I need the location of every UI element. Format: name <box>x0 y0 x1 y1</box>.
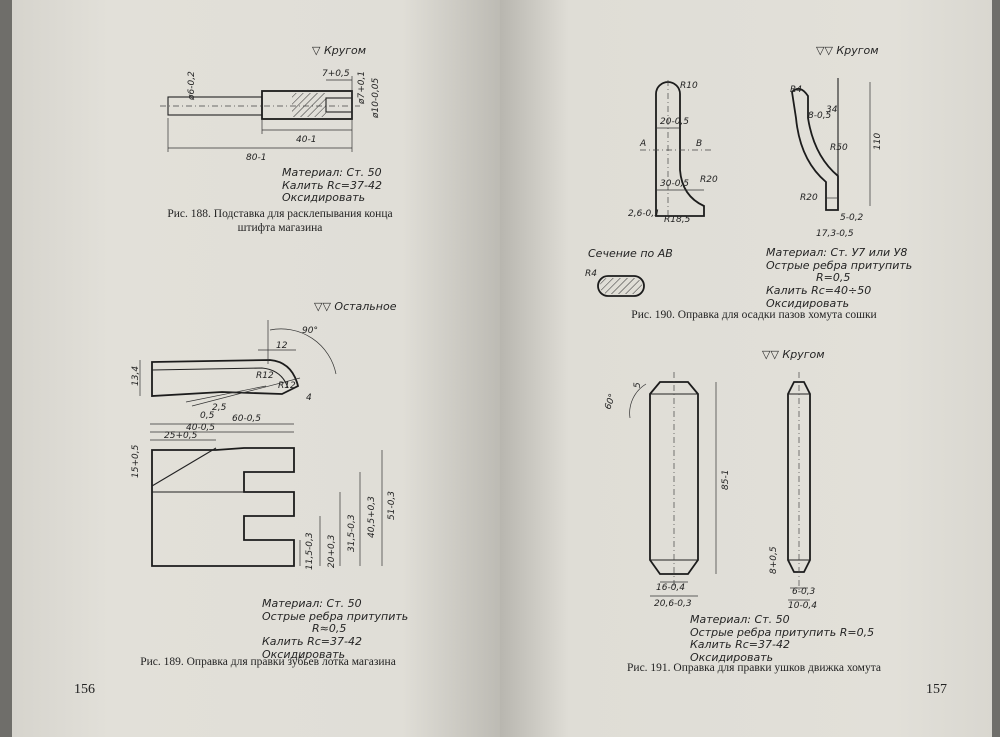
fig191-notes: Материал: Ст. 50 Острые ребра притупить … <box>690 613 875 665</box>
fig189-dim-13: 13,4 <box>131 366 141 386</box>
fig188-note-oxidize: Оксидировать <box>282 191 366 205</box>
fig191-note-hardness: Калить Rc=37-42 <box>690 638 790 652</box>
fig191-dim-85: 85-1 <box>721 470 731 490</box>
fig189-dim-15: 15+0,5 <box>131 444 141 478</box>
fig189-dim-31: 31,5-0,3 <box>347 514 357 552</box>
fig191-caption: Рис. 191. Оправка для правки ушков движк… <box>627 662 881 674</box>
fig189-note-material: Материал: Ст. 50 <box>262 597 362 610</box>
fig190-dim-26: 2,6-0,1 <box>628 209 660 219</box>
fig190-dim-r4-side: R4 <box>790 85 802 95</box>
fig190-drawing: R10 20-0,5 A B 30-0,5 R20 2,6-0,1 R18,5 … <box>585 78 883 297</box>
fig189-dim-25: 2,5 <box>212 403 227 413</box>
fig190-dim-8: 8-0,5 <box>808 111 832 121</box>
fig189-dim-20: 20+0,3 <box>327 534 337 568</box>
fig188-note-material: Материал: Ст. 50 <box>282 166 382 179</box>
fig190-dim-20: 20-0,5 <box>660 117 689 127</box>
fig189-dim-40b: 40,5+0,3 <box>367 496 377 538</box>
fig190-note-hardness: Калить Rc=40÷50 <box>766 283 872 297</box>
fig189-dim-25b: 25+0,5 <box>164 431 198 441</box>
fig190-dim-r50: R50 <box>830 143 848 153</box>
fig189-dim-4: 4 <box>306 393 312 403</box>
right-page <box>500 0 992 737</box>
fig190-label-a: A <box>639 139 646 149</box>
fig189-dim-60: 60-0,5 <box>232 414 261 424</box>
fig188-dim-d10: ø10-0,05 <box>371 77 381 119</box>
fig190-note-edges: Острые ребра притупить <box>766 258 913 272</box>
fig188-drawing: 80-1 40-1 7+0,5 ø6-0,2 ø7+0,1 ø10-0,05 <box>160 69 381 163</box>
fig189-note-hardness: Калить Rc=37-42 <box>262 634 362 648</box>
fig190-dim-r4-section: R4 <box>585 269 597 279</box>
fig189-dim-12: 12 <box>276 341 288 351</box>
fig188-dim-40: 40-1 <box>296 135 316 145</box>
fig191-drawing: 60° 5 85-1 16-0,4 20,6-0,3 8+0,5 6-0,3 1… <box>603 372 817 611</box>
fig190-dim-17: 17,3-0,5 <box>816 229 854 239</box>
fig190-dim-5: 5-0,2 <box>840 213 864 223</box>
fig191-dim-10: 10-0,4 <box>788 601 817 611</box>
fig190-dim-r20-side: R20 <box>800 193 818 203</box>
fig189-note-edges: Острые ребра притупить <box>262 609 409 623</box>
fig191-note-edges: Острые ребра притупить R=0,5 <box>690 625 875 639</box>
fig191-note-material: Материал: Ст. 50 <box>690 613 790 626</box>
fig189-notes: Материал: Ст. 50 Острые ребра притупить … <box>262 597 409 661</box>
fig188-caption: Рис. 188. Подставка для расклепывания ко… <box>167 208 393 235</box>
fig190-note-oxidize: Оксидировать <box>766 296 850 310</box>
fig191-note-oxidize: Оксидировать <box>690 650 774 664</box>
fig189-dim-51: 51-0,3 <box>387 491 397 520</box>
right-page-number: 157 <box>926 682 947 697</box>
fig190-note-material: Материал: Ст. У7 или У8 <box>766 246 908 259</box>
fig188-dim-d6: ø6-0,2 <box>187 71 197 101</box>
fig191-dim-16: 16-0,4 <box>656 583 685 593</box>
fig188-dim-7: 7+0,5 <box>322 69 350 79</box>
fig188-dim-80: 80-1 <box>246 153 266 163</box>
fig190-finish: ▽▽ Кругом <box>816 44 879 57</box>
fig189-note-radius: R≈0,5 <box>312 622 347 636</box>
fig188-notes: Материал: Ст. 50 Калить Rc=37-42 Оксидир… <box>282 166 382 205</box>
fig188-dim-d7: ø7+0,1 <box>357 71 367 105</box>
fig191-dim-60: 60° <box>603 393 618 411</box>
fig191-dim-6: 6-0,3 <box>792 587 816 597</box>
fig190-dim-30: 30-0,5 <box>660 179 689 189</box>
fig190-dim-34: 34 <box>826 105 838 115</box>
fig189-dim-40: 40-0,5 <box>186 423 215 433</box>
fig189-drawing: 90° 12 13,4 R12 R12 2,5 0,5 4 60-0,5 40-… <box>131 320 397 570</box>
fig190-caption: Рис. 190. Оправка для осадки пазов хомут… <box>631 309 877 321</box>
fig189-note-oxidize: Оксидировать <box>262 647 346 661</box>
fig188-finish: ▽ Кругом <box>312 44 367 57</box>
fig189-dim-r12b: R12 <box>278 381 296 391</box>
left-page-number: 156 <box>74 682 95 697</box>
fig189-caption: Рис. 189. Оправка для правки зубьев лотк… <box>140 656 396 668</box>
fig191-dim-20: 20,6-0,3 <box>654 599 692 609</box>
fig188-note-hardness: Калить Rc=37-42 <box>282 178 382 192</box>
fig190-dim-r18: R18,5 <box>664 215 691 225</box>
fig189-dim-05: 0,5 <box>200 411 215 421</box>
fig190-section-label: Сечение по АВ <box>588 247 673 260</box>
fig191-dim-5: 5 <box>633 382 643 388</box>
fig190-dim-r10: R10 <box>680 81 698 91</box>
fig189-dim-90: 90° <box>302 326 318 336</box>
fig189-finish: ▽▽ Остальное <box>314 300 397 313</box>
fig190-note-radius: R=0,5 <box>816 271 851 285</box>
fig190-notes: Материал: Ст. У7 или У8 Острые ребра при… <box>766 246 913 310</box>
fig189-dim-11: 11,5-0,3 <box>305 532 315 570</box>
fig190-dim-110: 110 <box>873 133 883 150</box>
fig189-dim-r12a: R12 <box>256 371 274 381</box>
fig191-finish: ▽▽ Кругом <box>762 348 825 361</box>
fig191-dim-8: 8+0,5 <box>769 546 779 574</box>
fig190-label-b: B <box>696 139 702 149</box>
fig190-dim-r20: R20 <box>700 175 718 185</box>
